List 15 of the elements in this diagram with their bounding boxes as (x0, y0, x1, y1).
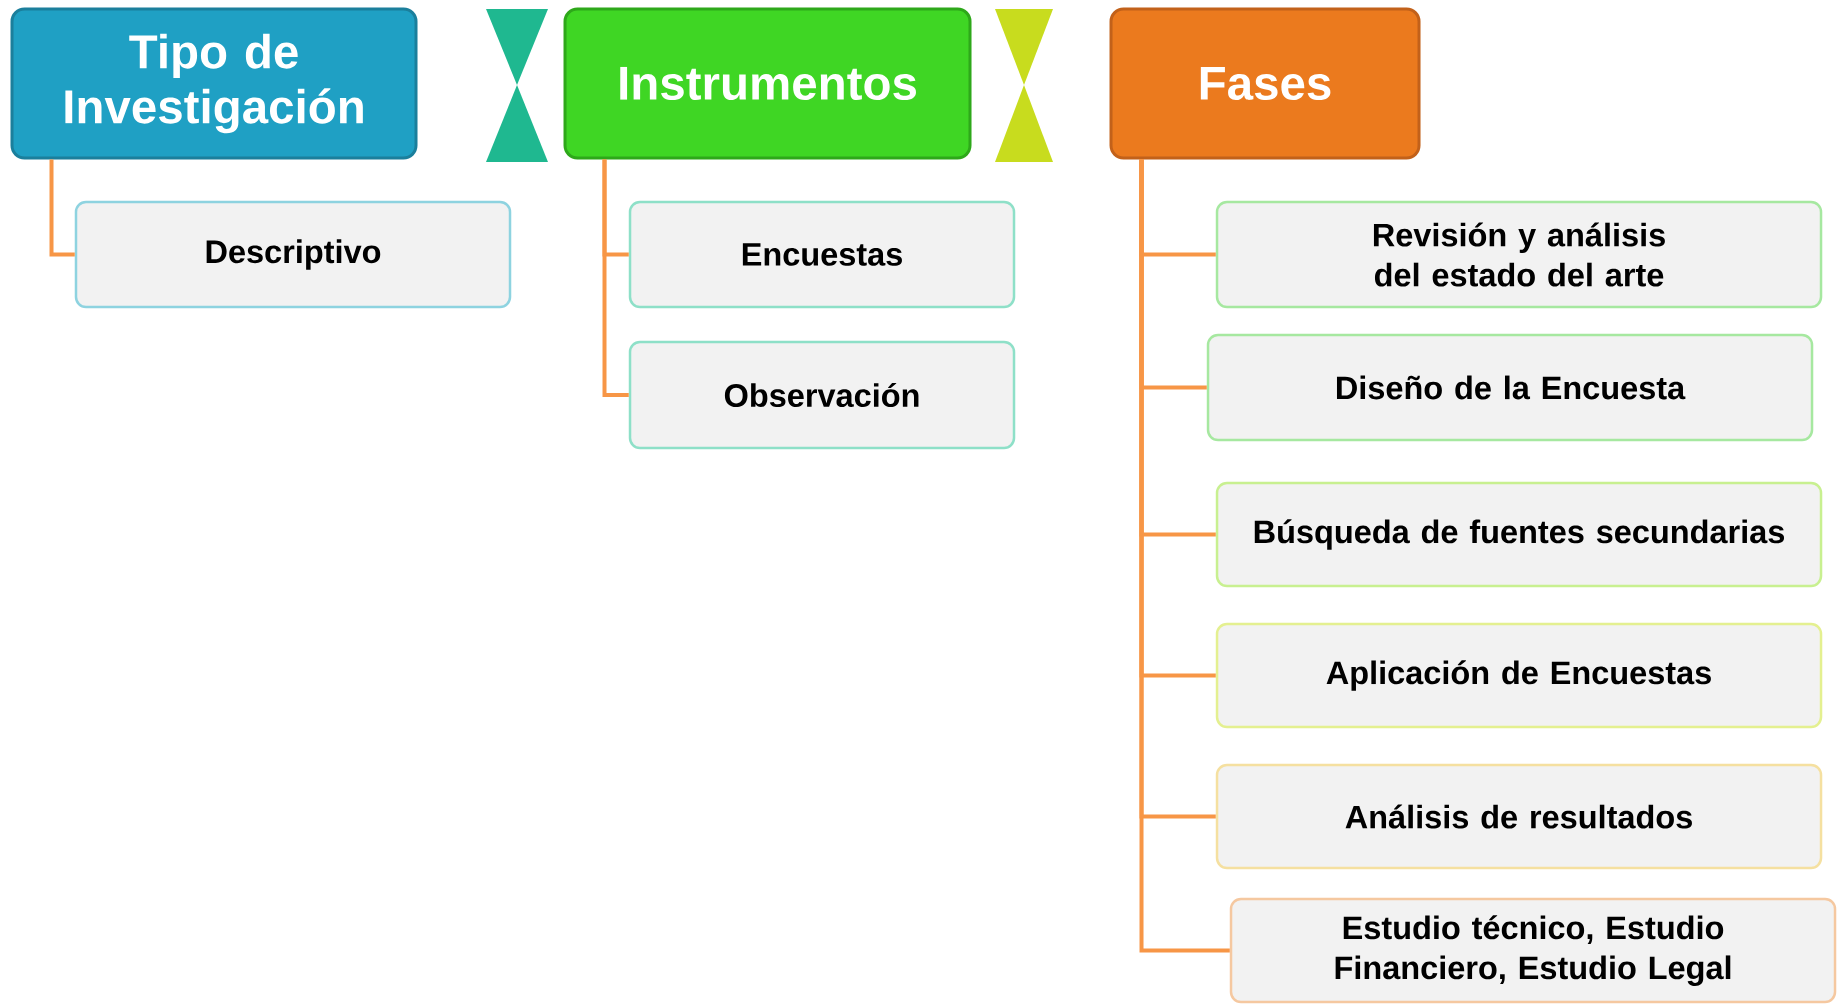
item-box: Descriptivo (74, 200, 512, 309)
connector-line (1139, 159, 1230, 953)
item-box: Aplicación de Encuestas (1215, 622, 1823, 729)
item-box: Estudio técnico, Estudio Financiero, Estudio Legal (1229, 897, 1837, 1004)
item-box: Revisión y análisis del estado del arte (1215, 200, 1823, 309)
connector-line (602, 159, 629, 397)
item-box: Observación (628, 340, 1016, 450)
item-box: Encuestas (628, 200, 1016, 309)
heading-box: Instrumentos (563, 7, 972, 160)
item-box: Diseño de la Encuesta (1206, 333, 1814, 442)
heading-box: Fases (1109, 7, 1421, 160)
item-box: Búsqueda de fuentes secundarias (1215, 481, 1823, 588)
heading-box: Tipo de Investigación (10, 7, 418, 160)
item-box: Análisis de resultados (1215, 763, 1823, 870)
connector-line (49, 159, 75, 257)
